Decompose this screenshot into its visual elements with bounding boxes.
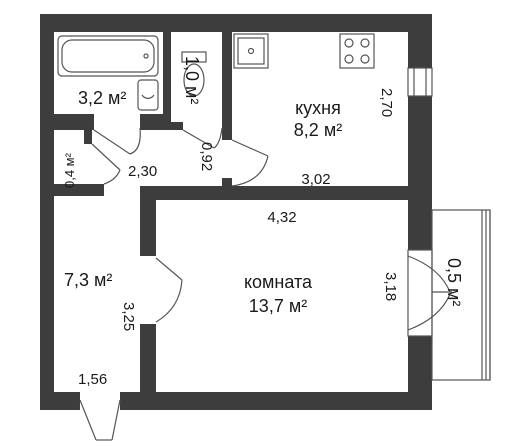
stove <box>339 33 375 69</box>
kitchen-window <box>407 67 433 97</box>
balcony-door <box>407 249 452 337</box>
room-height-dimension: 3,18 <box>382 272 399 301</box>
entry-width-dimension: 1,56 <box>78 371 107 388</box>
closet-area: 0,4 м² <box>62 152 77 188</box>
balcony-area: 0,5 м² <box>444 258 464 306</box>
toilet-door <box>182 127 223 149</box>
toilet-bowl <box>181 51 207 97</box>
kitchen-width-dimension: 3,02 <box>301 171 330 188</box>
bathroom-sink <box>137 79 159 111</box>
living-room-name: комната <box>244 272 313 292</box>
closet-to-hall-dimension: 2,30 <box>128 163 157 180</box>
bathroom-door <box>93 127 141 155</box>
entry-door <box>79 399 121 441</box>
bathroom-area: 3,2 м² <box>78 88 126 108</box>
kitchen-sink <box>233 33 269 69</box>
walls <box>40 14 432 410</box>
toilet-area: 1,0 м² <box>182 56 202 104</box>
living-room-area: 13,7 м² <box>249 296 307 316</box>
kitchen-name: кухня <box>295 98 341 118</box>
kitchen-height-dimension: 2,70 <box>378 88 395 117</box>
hall-area: 7,3 м² <box>64 270 112 290</box>
kitchen-door <box>231 139 269 187</box>
room-width-dimension: 4,32 <box>267 209 296 226</box>
toilet-width-dimension: 0,92 <box>198 142 215 171</box>
bathtub <box>57 35 159 77</box>
room-door <box>155 257 183 323</box>
balcony <box>431 209 491 381</box>
hall-height-dimension: 3,25 <box>120 302 137 331</box>
kitchen-area: 8,2 м² <box>294 120 342 140</box>
closet-door <box>91 143 121 185</box>
